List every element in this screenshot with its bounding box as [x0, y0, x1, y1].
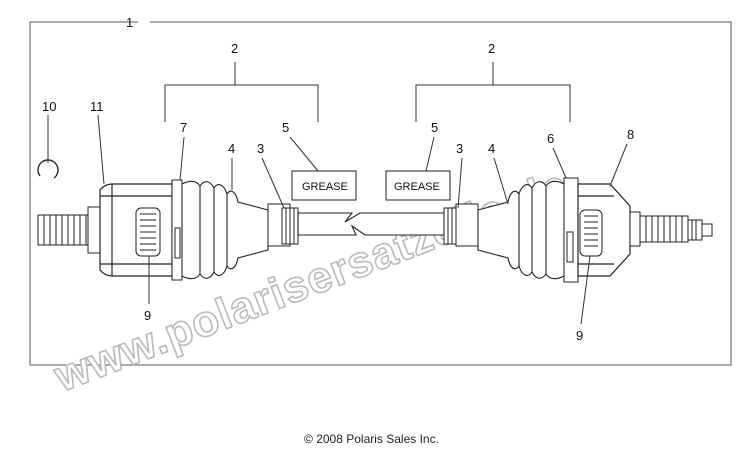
callout-3-left: 3	[257, 141, 264, 156]
callout-11: 11	[90, 99, 104, 114]
callout-5-left: 5	[282, 120, 289, 135]
callout-6: 6	[547, 131, 554, 146]
bracket-right	[415, 62, 571, 122]
callout-9-left: 9	[144, 308, 151, 323]
callout-8: 8	[627, 127, 634, 142]
callout-7: 7	[180, 120, 187, 135]
left-cv-cage	[135, 207, 161, 257]
callout-10: 10	[42, 99, 56, 114]
grease-box-right: GREASE	[385, 170, 451, 201]
callout-2-right: 2	[488, 41, 495, 56]
left-boot-clamp-outer	[171, 179, 183, 281]
center-shaft	[297, 212, 445, 236]
callout-4-right: 4	[488, 141, 495, 156]
grease-label-right: GREASE	[394, 181, 440, 193]
callout-2-left: 2	[231, 41, 238, 56]
right-spline-stub	[629, 211, 713, 247]
callout-4-left: 4	[228, 141, 235, 156]
diagram-frame	[29, 21, 732, 366]
left-boot	[181, 180, 269, 280]
snap-ring	[37, 159, 59, 179]
bracket-left	[164, 62, 319, 122]
callout-5-right: 5	[431, 120, 438, 135]
copyright-notice: © 2008 Polaris Sales Inc.	[304, 432, 439, 446]
callout-1: 1	[126, 15, 133, 30]
callout-9-right: 9	[576, 328, 583, 343]
grease-label-left: GREASE	[302, 181, 348, 193]
right-boot-clamp-inner	[443, 203, 479, 247]
left-spline-stub	[37, 206, 101, 254]
right-boot-clamp-outer	[563, 177, 579, 283]
right-boot	[477, 180, 565, 280]
callout-3-right: 3	[456, 141, 463, 156]
left-boot-clamp-inner	[267, 203, 299, 247]
right-cv-cage	[579, 209, 603, 257]
grease-box-left: GREASE	[291, 170, 357, 201]
